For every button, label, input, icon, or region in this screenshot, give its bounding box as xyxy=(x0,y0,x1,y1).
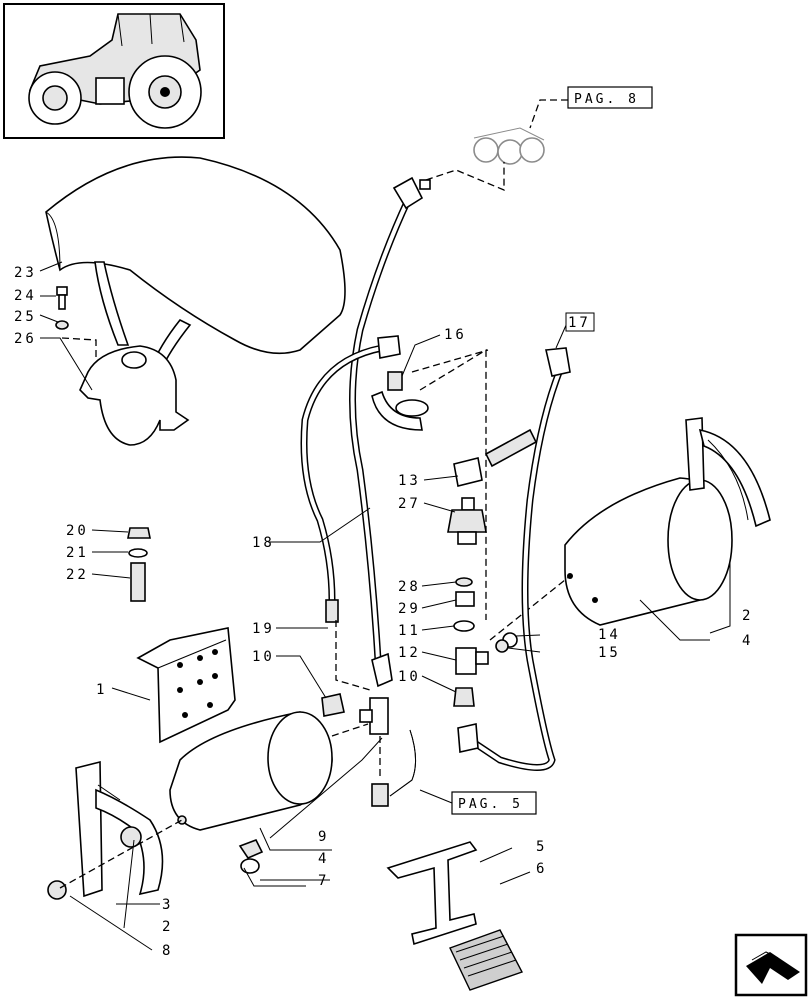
callout-29: 29 xyxy=(398,601,421,617)
callout-25: 25 xyxy=(14,309,37,325)
callout-21: 21 xyxy=(66,545,89,561)
air-tank-left xyxy=(169,711,333,874)
bolt-8 xyxy=(47,880,67,900)
decal-6 xyxy=(449,929,523,991)
connector-10-right xyxy=(453,687,475,707)
next-page-arrow-icon[interactable] xyxy=(734,933,808,997)
seal-14-15 xyxy=(495,632,518,653)
callout-1: 1 xyxy=(96,682,107,698)
fender-bracket xyxy=(79,261,192,446)
callout-17: 17 xyxy=(568,315,591,331)
callout-24: 24 xyxy=(14,288,37,304)
page-ref-pag8[interactable]: PAG. 8 xyxy=(567,86,653,109)
callout-9: 9 xyxy=(318,829,329,845)
page-ref-pag5-label: PAG. 5 xyxy=(458,797,523,812)
nut-20 xyxy=(127,527,151,539)
stud-22 xyxy=(130,562,146,602)
callout-10-left: 10 xyxy=(252,649,275,665)
callout-4-left: 4 xyxy=(318,851,329,867)
callout-16: 16 xyxy=(444,327,467,343)
page-ref-pag5[interactable]: PAG. 5 xyxy=(451,791,537,815)
callout-18: 18 xyxy=(252,535,275,551)
air-hose-17 xyxy=(457,347,571,771)
callout-15: 15 xyxy=(598,645,621,661)
hose-to-pag5 xyxy=(371,729,416,807)
callout-4-right: 4 xyxy=(742,633,753,649)
leader-lines xyxy=(39,261,731,951)
bolt-24 xyxy=(56,286,68,310)
callout-7: 7 xyxy=(318,873,329,889)
air-hose-19 xyxy=(300,335,401,623)
air-tank-right xyxy=(564,477,733,626)
callout-17-box: 17 xyxy=(565,312,595,332)
tank-strap-left xyxy=(75,760,164,898)
tractor-thumbnail-icon xyxy=(3,3,225,139)
callout-11: 11 xyxy=(398,623,421,639)
callout-14: 14 xyxy=(598,627,621,643)
washer-25 xyxy=(55,320,69,330)
air-hose-18 xyxy=(349,176,431,688)
callout-6: 6 xyxy=(536,861,547,877)
elbow-fitting-16 xyxy=(371,371,429,431)
callout-27: 27 xyxy=(398,496,421,512)
tank-strap-right xyxy=(685,417,771,528)
mounting-plate xyxy=(136,627,236,744)
tee-fitting-12 xyxy=(455,647,489,675)
callout-22: 22 xyxy=(66,567,89,583)
page-ref-pag8-label: PAG. 8 xyxy=(574,92,639,107)
decal-5 xyxy=(386,841,478,946)
callout-2-right: 2 xyxy=(742,608,753,624)
o-ring-11 xyxy=(453,620,475,632)
callout-19: 19 xyxy=(252,621,275,637)
callout-5: 5 xyxy=(536,839,547,855)
callout-20: 20 xyxy=(66,523,89,539)
callout-8: 8 xyxy=(162,943,173,959)
washer-28 xyxy=(455,577,473,587)
fender xyxy=(45,156,346,355)
callout-10-right: 10 xyxy=(398,669,421,685)
adapter-29 xyxy=(455,591,475,607)
callout-3: 3 xyxy=(162,897,173,913)
valve-block-reference xyxy=(473,127,545,165)
callout-28: 28 xyxy=(398,579,421,595)
pressure-switch-13 xyxy=(453,428,538,487)
pressure-switch-27 xyxy=(447,497,487,545)
callout-2-left: 2 xyxy=(162,919,173,935)
callout-labels: 23 24 25 26 20 21 22 1 18 19 10 9 4 7 3 … xyxy=(14,265,753,959)
tee-fitting-9 xyxy=(359,697,389,735)
connector-10-left xyxy=(321,693,345,717)
callout-12: 12 xyxy=(398,645,421,661)
callout-23: 23 xyxy=(14,265,37,281)
washer-21 xyxy=(128,548,148,558)
callout-26: 26 xyxy=(14,331,37,347)
callout-13: 13 xyxy=(398,473,421,489)
